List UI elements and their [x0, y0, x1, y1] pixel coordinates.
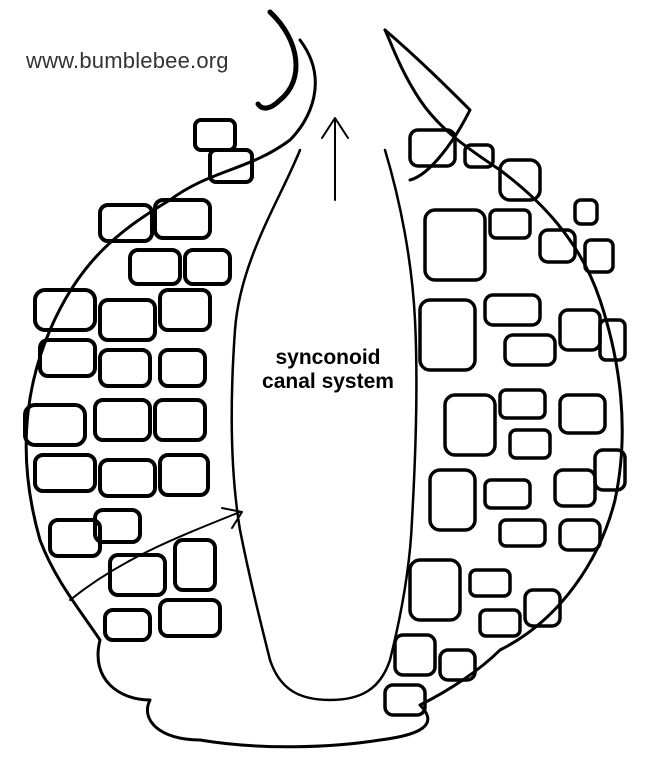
- osculum-lip-right: [385, 30, 470, 180]
- left-wall-chambers: [25, 120, 252, 640]
- outflow-arrow: [322, 118, 348, 200]
- label-line-1: synconoid: [228, 346, 428, 370]
- label-line-2: canal system: [228, 370, 428, 394]
- diagram-label: synconoid canal system: [228, 346, 428, 394]
- spongocoel-wall: [232, 150, 417, 700]
- right-wall-chambers: [385, 130, 625, 715]
- osculum-lip-left: [258, 12, 296, 108]
- watermark: www.bumblebee.org: [26, 48, 229, 74]
